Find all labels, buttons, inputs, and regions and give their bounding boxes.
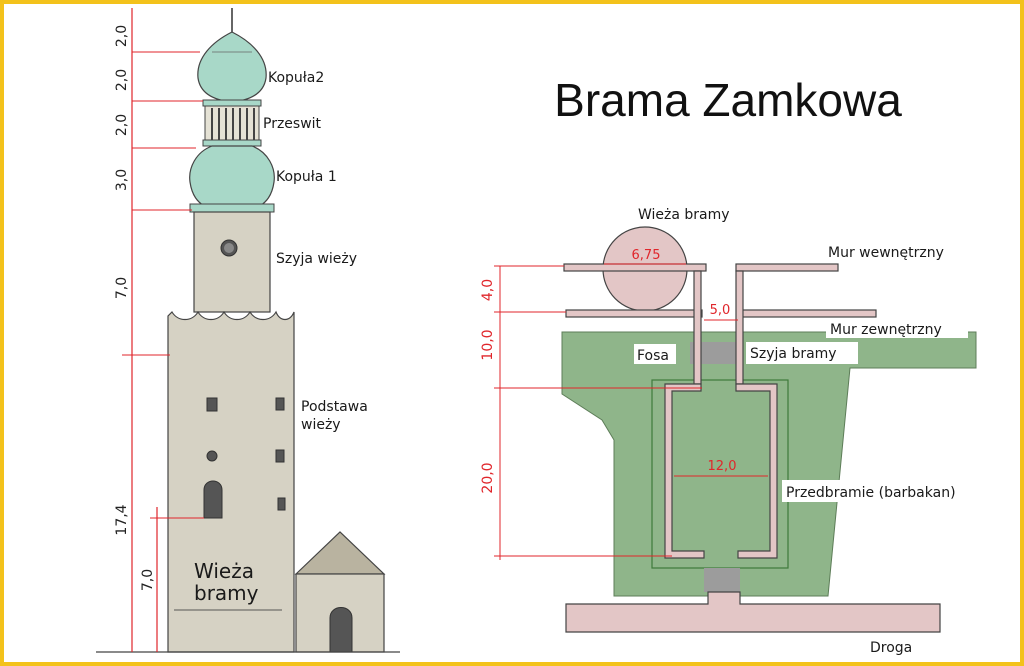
base-windows bbox=[203, 397, 286, 519]
lower-dome bbox=[189, 145, 275, 207]
label-mur-zewnetrzny: Mur zewnętrzny bbox=[830, 322, 942, 338]
plan-dimensions bbox=[494, 263, 768, 560]
gate-plan: Wieża bramy Mur wewnętrzny Mur zewnętrzn… bbox=[561, 207, 1000, 656]
label-bramy-base: bramy bbox=[194, 581, 259, 605]
label-fosa: Fosa bbox=[637, 348, 669, 364]
lantern-top bbox=[202, 99, 262, 107]
label-podstawa-2: wieży bbox=[301, 417, 341, 433]
dim-3-0: 3,0 bbox=[114, 169, 130, 191]
upper-dome bbox=[197, 31, 267, 103]
label-mur-wewnetrzny: Mur wewnętrzny bbox=[828, 245, 944, 261]
dim-2-0-b: 2,0 bbox=[114, 69, 130, 91]
dim-20-0: 20,0 bbox=[480, 462, 496, 493]
label-kopula1: Kopuła 1 bbox=[276, 169, 337, 185]
dim-17-4: 17,4 bbox=[114, 504, 130, 535]
dim-circle: 6,75 bbox=[632, 248, 661, 263]
road bbox=[565, 591, 941, 633]
outer-wall-left bbox=[565, 309, 703, 318]
tower-dimensions: 2,0 2,0 2,0 3,0 7,0 17,4 7,0 bbox=[114, 8, 204, 652]
label-przeswit: Przeswit bbox=[263, 116, 322, 132]
diagram-canvas: Kopuła2 Przeswit Kopuła 1 Szyja wieży Po… bbox=[96, 8, 1000, 656]
dim-2-0-a: 2,0 bbox=[114, 25, 130, 47]
barbican-wall-left bbox=[664, 383, 705, 559]
label-wieza-base: Wieża bbox=[194, 559, 254, 583]
tower-base bbox=[167, 310, 295, 653]
dim-7-0-neck: 7,0 bbox=[114, 277, 130, 299]
gate-neck-bridge bbox=[690, 342, 742, 364]
barbican-wall-right bbox=[735, 383, 778, 559]
barbican-outline bbox=[651, 379, 789, 569]
gate-exit bbox=[704, 568, 740, 592]
dim-10-0: 10,0 bbox=[480, 329, 496, 360]
dim-2-0-c: 2,0 bbox=[114, 114, 130, 136]
dim-4-0: 4,0 bbox=[480, 279, 496, 301]
inner-wall-right bbox=[735, 263, 839, 272]
label-szyja: Szyja wieży bbox=[276, 251, 357, 267]
lantern-bars bbox=[211, 108, 255, 140]
label-kopula2: Kopuła2 bbox=[268, 70, 324, 86]
inner-wall-left bbox=[563, 263, 707, 272]
dim-inner: 12,0 bbox=[708, 459, 737, 474]
outer-wall-right bbox=[739, 309, 877, 318]
tower-neck bbox=[193, 211, 271, 313]
dim-gap: 5,0 bbox=[710, 303, 731, 318]
annex-door bbox=[329, 607, 353, 653]
dim-7-0-door: 7,0 bbox=[140, 569, 156, 591]
label-wieza-bramy: Wieża bramy bbox=[638, 207, 730, 223]
tower-elevation: Kopuła2 Przeswit Kopuła 1 Szyja wieży Po… bbox=[96, 8, 400, 653]
label-podstawa: Podstawa bbox=[301, 399, 368, 415]
page-title: Brama Zamkowa bbox=[554, 74, 902, 126]
label-szyja-bramy: Szyja bramy bbox=[750, 346, 837, 362]
label-droga: Droga bbox=[870, 640, 912, 656]
label-przedbramie: Przedbramie (barbakan) bbox=[786, 485, 956, 501]
annex-roof bbox=[294, 531, 386, 575]
